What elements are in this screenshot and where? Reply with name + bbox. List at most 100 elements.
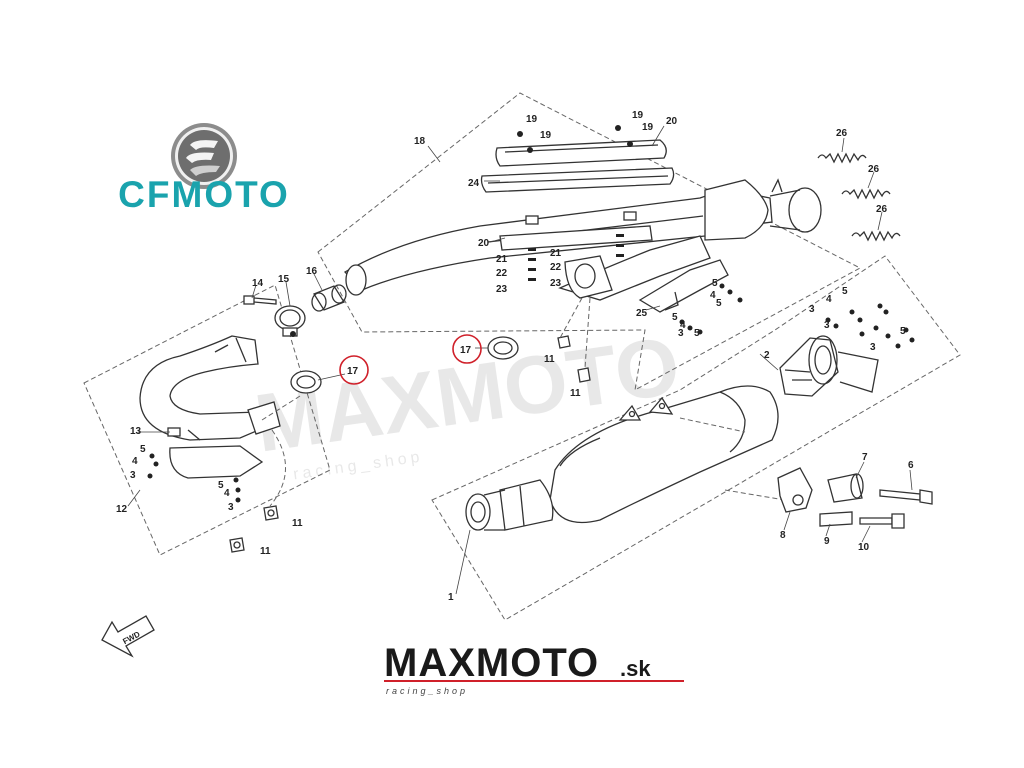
- collector-cone: [704, 179, 769, 241]
- gaskets: [290, 336, 519, 394]
- bolt-10: [859, 513, 905, 529]
- highlight-circle-17-left: [339, 355, 369, 385]
- front-pipe-flange: [247, 401, 281, 435]
- clamp-15: [274, 305, 306, 337]
- callout-11: 11: [292, 518, 303, 529]
- callout-3: 3: [228, 502, 234, 513]
- callout-26: 26: [836, 128, 848, 139]
- fastener-stack-left: [528, 248, 536, 281]
- callout-4: 4: [826, 294, 832, 305]
- callout-20: 20: [478, 238, 490, 249]
- callout-24: 24: [468, 178, 480, 189]
- callout-5: 5: [140, 444, 146, 455]
- fastener-dots-bracket: [679, 283, 743, 335]
- maxmoto-domain-suffix: .sk: [620, 656, 651, 681]
- header-inlet: [345, 264, 367, 296]
- callout-5: 5: [842, 286, 848, 297]
- callout-17: 17: [460, 345, 472, 356]
- callout-22: 22: [550, 262, 562, 273]
- bolt-6: [879, 489, 933, 505]
- bracket-25: [638, 259, 729, 313]
- callout-21: 21: [496, 254, 508, 265]
- callout-16: 16: [306, 266, 318, 277]
- cfmoto-emblem-icon: [171, 123, 237, 189]
- front-s-pipe: [139, 335, 269, 441]
- spring-3: [851, 230, 901, 242]
- callout-25: 25: [636, 308, 648, 319]
- nut-11-mid-upper: [557, 335, 571, 349]
- callout-19: 19: [526, 114, 538, 125]
- callout-3: 3: [130, 470, 136, 481]
- callout-19: 19: [540, 130, 552, 141]
- fastener-stack-right: [616, 234, 624, 257]
- cfmoto-wordmark: CFMOTO: [118, 174, 290, 215]
- callout-20: 20: [666, 116, 678, 127]
- callout-15: 15: [278, 274, 290, 285]
- callout-3: 3: [870, 342, 876, 353]
- bushing-7: [827, 473, 864, 503]
- callout-5: 5: [218, 480, 224, 491]
- callout-2: 2: [764, 350, 770, 361]
- gasket-lower: [290, 370, 322, 394]
- front-lower-pipe: [169, 445, 264, 479]
- nut-11-lower-left: [229, 537, 245, 553]
- callout-5: 5: [694, 328, 700, 339]
- callout-3: 3: [678, 328, 684, 339]
- sleeve-9: [819, 511, 853, 527]
- bolt-14: [243, 295, 277, 305]
- nut-11-lower-right: [263, 505, 279, 521]
- heat-shield-plate-bottom: [499, 225, 653, 251]
- callout-22: 22: [496, 268, 508, 279]
- callout-8: 8: [780, 530, 786, 541]
- forward-arrow-icon: FWD: [101, 615, 155, 658]
- callout-4: 4: [224, 488, 230, 499]
- spring-2: [841, 188, 891, 200]
- callout-4: 4: [710, 290, 716, 301]
- tail-cap-assembly: [679, 283, 915, 397]
- group-boundary-heat-shield: [317, 92, 862, 391]
- callout-9: 9: [824, 536, 830, 547]
- outlet-pipe-end: [788, 187, 822, 233]
- group-boundary-muffler: [431, 255, 961, 621]
- callout-17: 17: [347, 366, 359, 377]
- callout-7: 7: [862, 452, 868, 463]
- callout-10: 10: [858, 542, 870, 553]
- callout-18: 18: [414, 136, 426, 147]
- callout-11: 11: [260, 546, 271, 557]
- springs: [817, 152, 901, 242]
- callout-4: 4: [132, 456, 138, 467]
- heat-shield-plate-top: [495, 139, 667, 167]
- callout-5: 5: [900, 326, 906, 337]
- callout-21: 21: [550, 248, 562, 259]
- callout-3: 3: [824, 320, 830, 331]
- callout-23: 23: [496, 284, 508, 295]
- maxmoto-wordmark: MAXMOTO: [384, 641, 599, 685]
- callout-14: 14: [252, 278, 264, 289]
- maxmoto-underline: [384, 680, 684, 682]
- callouts: 1 2 3 3 3 3 3 3 4 4 4 4 4 5 5 5 5 5 5 5 …: [116, 110, 914, 603]
- fastener-dots-right: [825, 303, 915, 349]
- maxmoto-logo: MAXMOTO .sk racing_shop: [384, 641, 684, 696]
- muffler-inlet: [499, 479, 554, 531]
- callout-26: 26: [868, 164, 880, 175]
- callout-6: 6: [908, 460, 914, 471]
- fastener-dots-front-pipe: [147, 453, 241, 503]
- gasket-upper: [487, 336, 519, 360]
- leader-lines: [127, 125, 913, 595]
- callout-12: 12: [116, 504, 128, 515]
- callout-13: 13: [130, 426, 142, 437]
- callout-11: 11: [570, 388, 581, 399]
- highlight-circles: [339, 334, 482, 385]
- callout-19: 19: [642, 122, 654, 133]
- muffler-assembly: [465, 385, 786, 531]
- bolts-19: [517, 125, 633, 153]
- callout-5: 5: [672, 312, 678, 323]
- mount-bracket-8: [777, 467, 813, 513]
- heat-shield-assembly: [343, 125, 822, 313]
- callout-4: 4: [680, 320, 686, 331]
- callout-11: 11: [544, 354, 555, 365]
- callout-1: 1: [448, 592, 454, 603]
- callout-5: 5: [716, 298, 722, 309]
- exhaust-flange: [564, 255, 613, 299]
